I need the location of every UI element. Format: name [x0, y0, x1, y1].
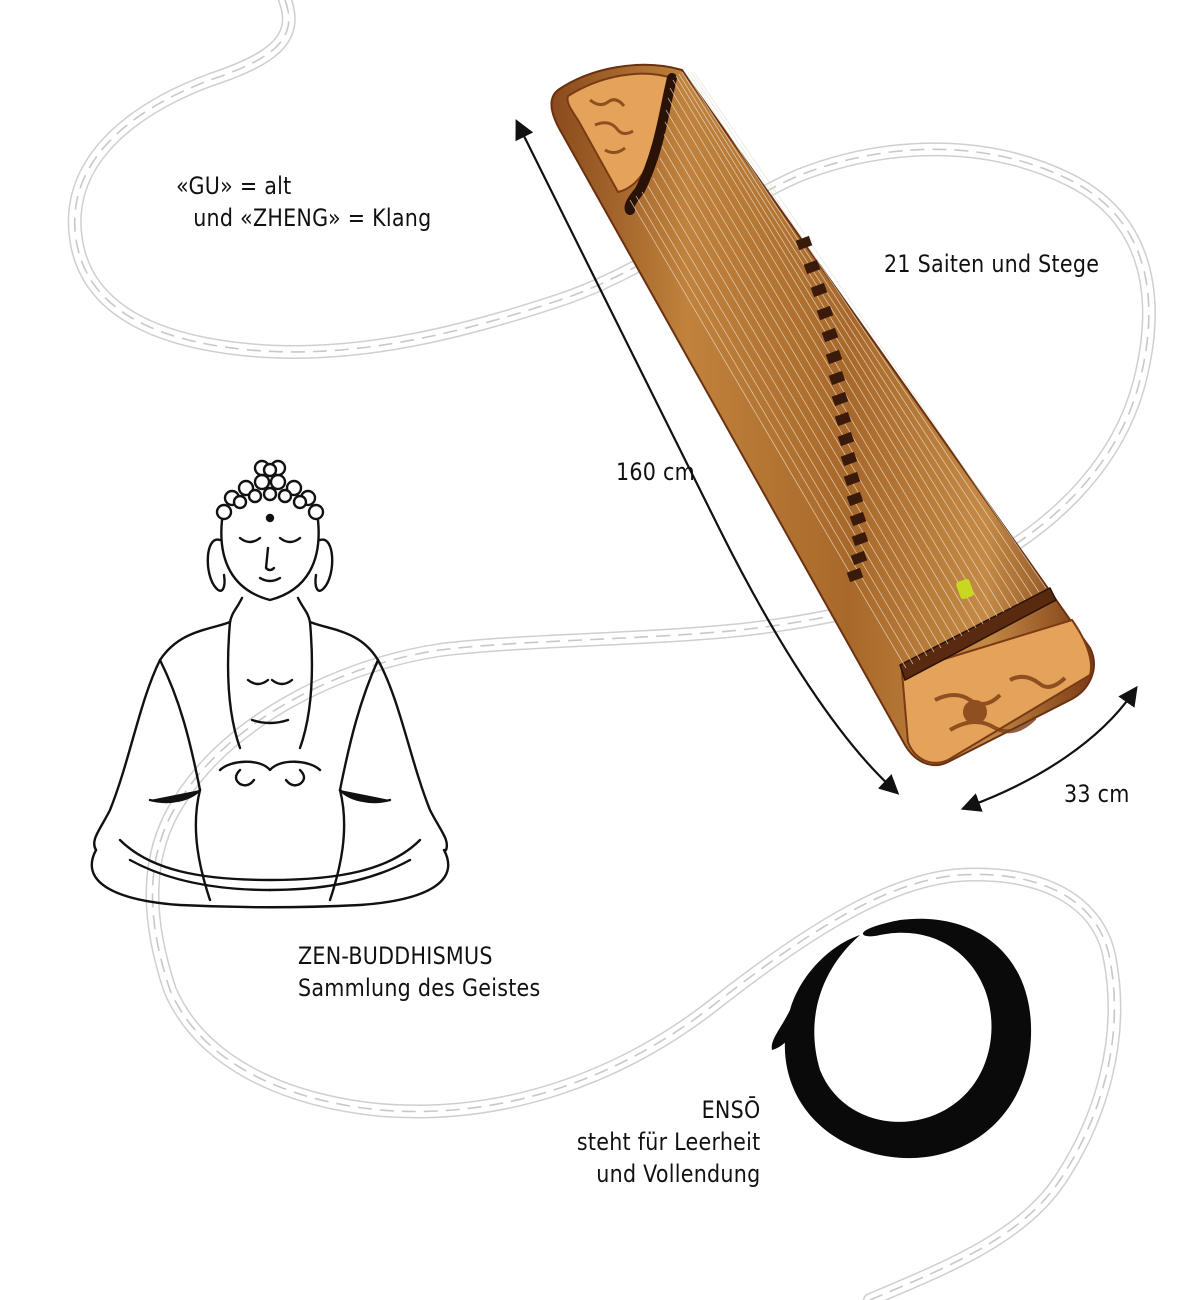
enso-line1-text: steht für Leerheit: [576, 1128, 760, 1156]
enso-line2-text: und Vollendung: [595, 1160, 760, 1188]
enso-label: ENSŌ steht für Leerheit und Vollendung: [576, 1094, 760, 1190]
width-dimension-label: 33 cm: [1064, 778, 1130, 810]
enso-title-text: ENSŌ: [701, 1096, 760, 1124]
length-text: 160 cm: [616, 458, 695, 486]
buddha-drawing: [90, 459, 450, 909]
strings-label: 21 Saiten und Stege: [884, 248, 1099, 280]
zheng-meaning-text: und «ZHENG» = Klang: [193, 204, 432, 232]
zen-subtitle-text: Sammlung des Geistes: [298, 974, 541, 1002]
gu-zheng-meaning-label: «GU» = alt und «ZHENG» = Klang: [176, 170, 431, 234]
strings-text: 21 Saiten und Stege: [884, 250, 1100, 278]
width-text: 33 cm: [1064, 780, 1130, 808]
enso-circle: [771, 918, 1032, 1159]
gu-meaning-text: «GU» = alt: [176, 172, 292, 200]
length-dimension-label: 160 cm: [616, 456, 695, 488]
dimension-arrow-length: [515, 119, 900, 795]
dimension-arrow-width: [960, 685, 1138, 812]
zen-buddhism-label: ZEN-BUDDHISMUS Sammlung des Geistes: [298, 940, 541, 1004]
zen-title-text: ZEN-BUDDHISMUS: [298, 942, 493, 970]
